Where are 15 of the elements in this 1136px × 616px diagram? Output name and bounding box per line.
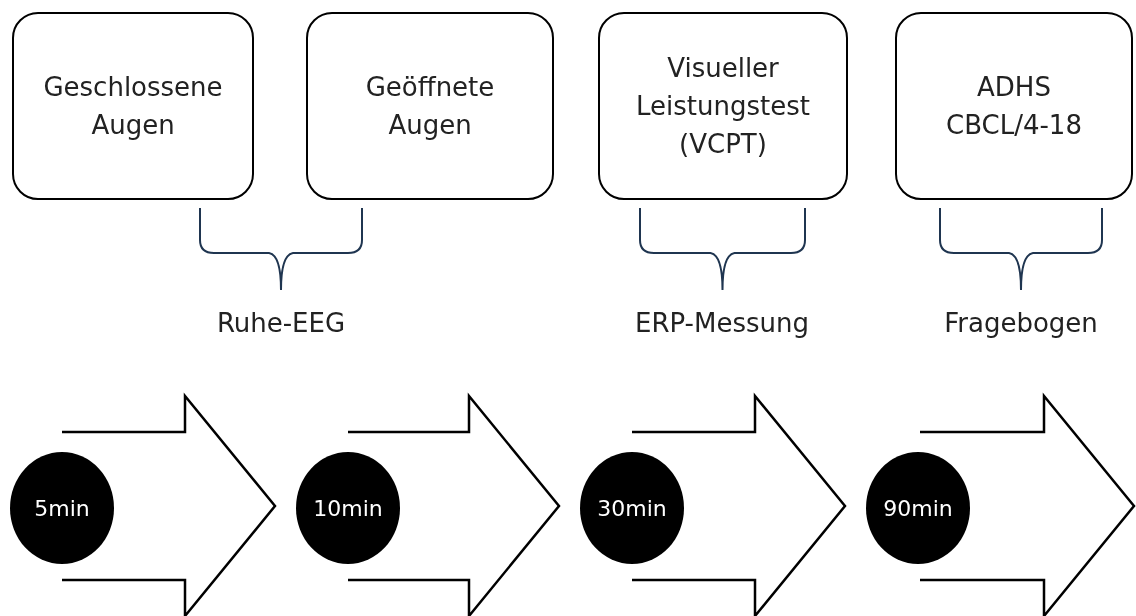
group-label: Fragebogen [944, 308, 1098, 338]
group-label: ERP-Messung [635, 308, 809, 338]
rounded-box [12, 12, 254, 200]
duration-circle: 30min [580, 452, 684, 564]
box-label: Visueller Leistungstest (VCPT) [635, 52, 811, 161]
box-label: ADHS CBCL/4-18 [945, 71, 1083, 142]
group-label: Ruhe-EEG [216, 308, 346, 338]
box-label: Geschlossene Augen [42, 71, 224, 142]
duration-circle: 5min [10, 452, 114, 564]
box-label: Geöffnete Augen [364, 71, 496, 142]
duration-circle: 90min [866, 452, 970, 564]
rounded-box [598, 12, 848, 200]
rounded-box [895, 12, 1133, 200]
rounded-box [306, 12, 554, 200]
duration-circle: 10min [296, 452, 400, 564]
